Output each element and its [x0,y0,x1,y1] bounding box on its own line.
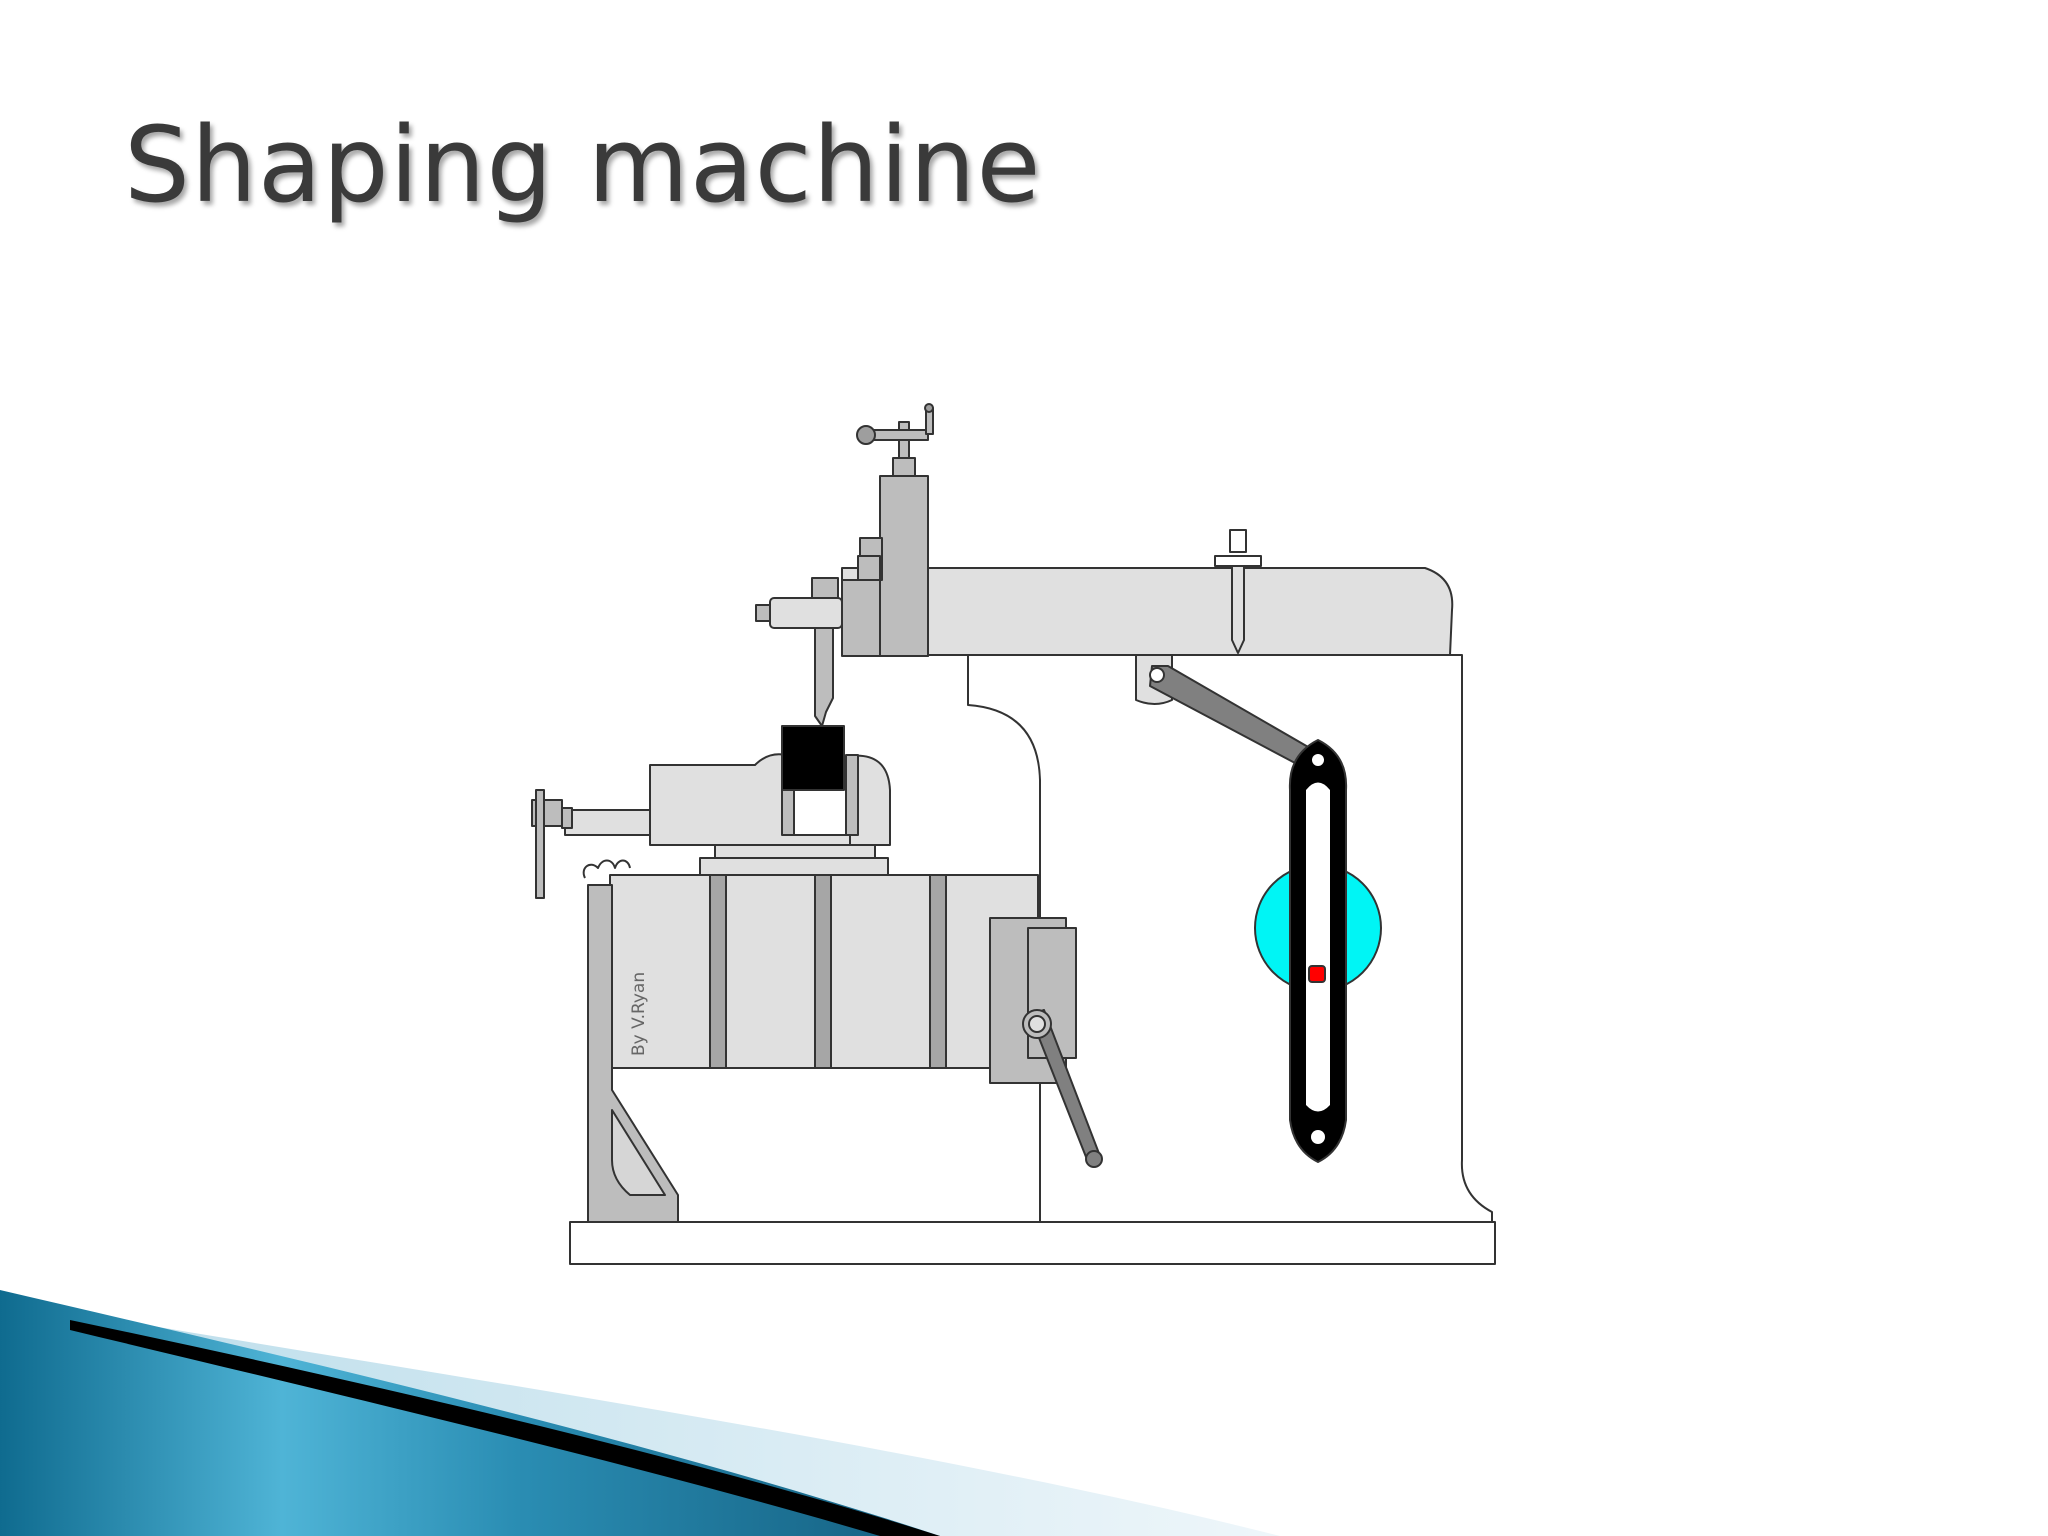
table-rib-1 [709,874,727,1069]
clamp-bolt-block [811,577,839,599]
machine-ram [841,567,1454,656]
ram-link-pivot [1149,667,1165,683]
crank-pin [1308,965,1326,983]
vice-jaw-plate-right [845,754,859,836]
vice-handle-nut [561,807,573,829]
stroke-adjust-bolt [1214,529,1262,654]
tool-head-neck [892,457,916,477]
cutting-tool [814,627,834,727]
vice-swivel-plate [699,857,889,876]
feed-crank-knob [1085,1150,1103,1168]
rocker-bottom-pivot [1311,1130,1325,1144]
clamp-bolt-nut [755,604,771,622]
bolt-washer [1214,555,1262,567]
feed-gearbox [989,917,1103,1168]
tool-head-column [879,475,929,657]
author-credit: By V.Ryan [629,972,649,1056]
table-support [587,884,679,1223]
workpiece [781,725,845,791]
rocker-top-pivot [1312,754,1324,766]
work-table [609,874,1039,1069]
vice-base-plate [714,844,876,859]
tool-head-step [857,555,881,581]
slide-title: Shaping machine [124,104,1042,226]
table-rib-2 [814,874,832,1069]
feed-crank-hub-inner [1028,1015,1046,1033]
tool-head [755,403,934,727]
bolt-shank [1231,565,1245,654]
table-support-web [611,1109,666,1196]
machine-vice [531,725,891,899]
table-rib-3 [929,874,947,1069]
feed-handle-knob [856,425,876,445]
feed-spring [582,859,631,879]
rocker-slot [1306,782,1330,1112]
vice-moving-jaw [849,754,891,846]
clamp-bolt-body [769,597,843,629]
feed-handle-grip-top [924,403,934,413]
feed-handle-bar [867,429,929,441]
vice-handle-bar [535,789,545,899]
machine-base [569,1221,1496,1265]
bolt-head [1229,529,1247,553]
